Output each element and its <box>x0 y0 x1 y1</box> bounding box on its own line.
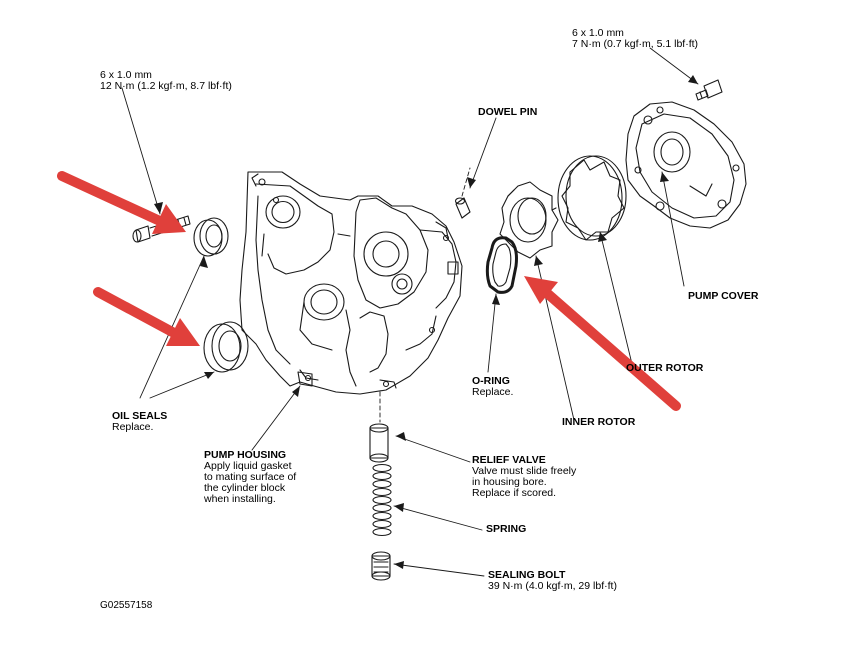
spring-title: SPRING <box>486 523 527 535</box>
sealing-bolt-label: SEALING BOLT 39 N·m (4.0 kgf·m, 29 lbf·f… <box>488 570 617 592</box>
pump-cover-label: PUMP COVER <box>688 291 758 302</box>
relief-valve-note-1: Valve must slide freely <box>472 465 577 477</box>
inner-rotor-drawing <box>499 181 559 259</box>
relief-valve-label: RELIEF VALVE Valve must slide freely in … <box>472 455 576 499</box>
o-ring-title: O-RING <box>472 375 510 387</box>
alignment-lines <box>379 167 471 423</box>
sealing-bolt-title: SEALING BOLT <box>488 569 566 581</box>
o-ring-label: O-RING Replace. <box>472 376 513 398</box>
red-arrow-o-ring <box>524 276 681 411</box>
red-annotation-arrows <box>57 171 681 411</box>
oil-seals-label: OIL SEALS Replace. <box>112 411 167 433</box>
relief-valve-note-2: in housing bore. <box>472 476 547 488</box>
leader-lines <box>121 47 699 577</box>
pump-housing-label: PUMP HOUSING Apply liquid gasket to mati… <box>204 450 296 505</box>
relief-valve-title: RELIEF VALVE <box>472 454 546 466</box>
inner-rotor-label: INNER ROTOR <box>562 417 635 428</box>
red-arrow-lower-oil-seal <box>93 287 200 346</box>
spring-drawing <box>372 463 392 537</box>
inner-rotor-title: INNER ROTOR <box>562 416 636 428</box>
sealing-bolt-drawing <box>371 551 391 581</box>
pump-housing-title: PUMP HOUSING <box>204 449 287 461</box>
dowel-pin-label: DOWEL PIN <box>478 107 537 118</box>
dowel-pin-drawing <box>454 197 471 219</box>
outer-rotor-label: OUTER ROTOR <box>626 363 703 374</box>
pump-housing-note-3: the cylinder block <box>204 482 286 494</box>
relief-valve-drawing <box>369 423 389 463</box>
pump-housing-drawing <box>239 171 463 395</box>
pump-housing-note-1: Apply liquid gasket <box>204 460 292 472</box>
housing-bolt-torque: 12 N·m (1.2 kgf·m, 8.7 lbf·ft) <box>100 80 232 92</box>
oil-seals-title: OIL SEALS <box>112 410 168 422</box>
housing-bolt-label: 6 x 1.0 mm 12 N·m (1.2 kgf·m, 8.7 lbf·ft… <box>100 70 232 92</box>
sealing-bolt-torque: 39 N·m (4.0 kgf·m, 29 lbf·ft) <box>488 580 617 592</box>
oil-seals-note: Replace. <box>112 421 154 433</box>
cover-bolt-drawing <box>695 79 723 101</box>
dowel-pin-title: DOWEL PIN <box>478 106 538 118</box>
leader-arrowheads <box>154 75 698 569</box>
pump-housing-note-2: to mating surface of <box>204 471 297 483</box>
relief-valve-note-3: Replace if scored. <box>472 487 557 499</box>
cover-bolt-torque: 7 N·m (0.7 kgf·m, 5.1 lbf·ft) <box>572 38 699 50</box>
o-ring-note: Replace. <box>472 386 514 398</box>
o-ring-drawing <box>485 236 518 294</box>
pump-cover-drawing <box>625 101 747 229</box>
oil-seal-upper-drawing <box>193 217 229 257</box>
outer-rotor-drawing <box>557 155 627 241</box>
red-arrow-upper-oil-seal <box>57 171 186 234</box>
pump-housing-note-4: when installing. <box>204 493 276 505</box>
outer-rotor-title: OUTER ROTOR <box>626 362 704 374</box>
cover-bolt-spec: 6 x 1.0 mm <box>572 27 624 39</box>
spring-label: SPRING <box>486 524 526 535</box>
oil-seal-lower-drawing <box>203 321 249 373</box>
figure-code: G02557158 <box>100 600 153 611</box>
pump-cover-title: PUMP COVER <box>688 290 759 302</box>
cover-bolt-label: 6 x 1.0 mm 7 N·m (0.7 kgf·m, 5.1 lbf·ft) <box>572 28 698 50</box>
housing-bolt-spec: 6 x 1.0 mm <box>100 69 152 81</box>
